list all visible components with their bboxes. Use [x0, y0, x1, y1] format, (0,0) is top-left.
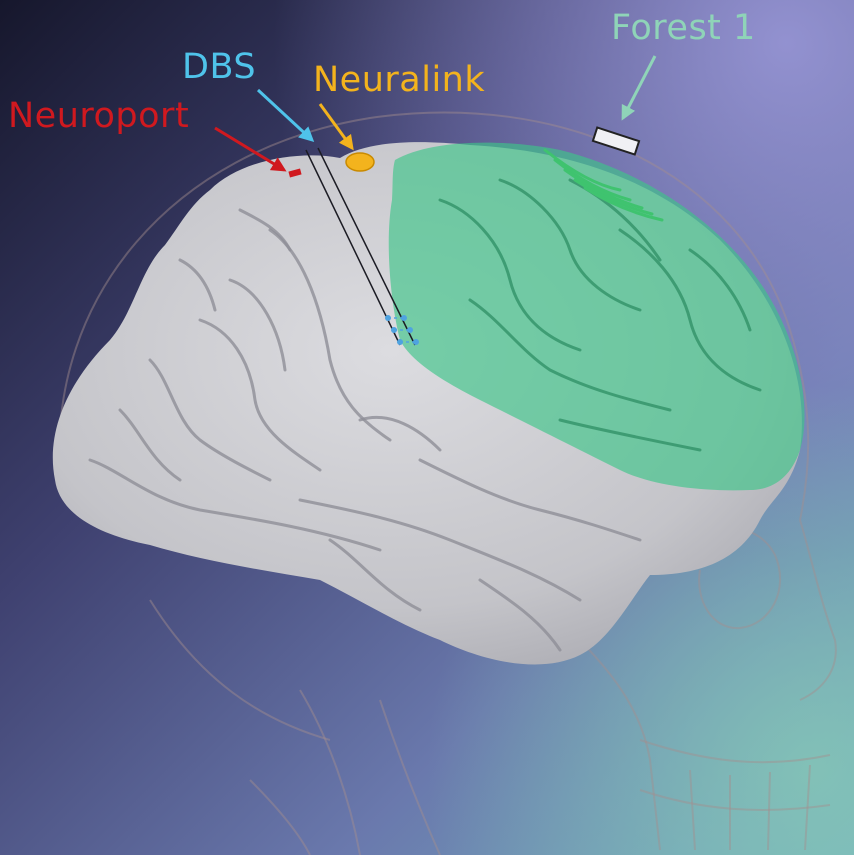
- dbs-label: DBS: [182, 47, 256, 87]
- neuralink-implant: [346, 153, 374, 171]
- forest-1-label: Forest 1: [611, 8, 756, 48]
- neuralink-label: Neuralink: [313, 60, 485, 100]
- neuroport-label: Neuroport: [8, 96, 189, 136]
